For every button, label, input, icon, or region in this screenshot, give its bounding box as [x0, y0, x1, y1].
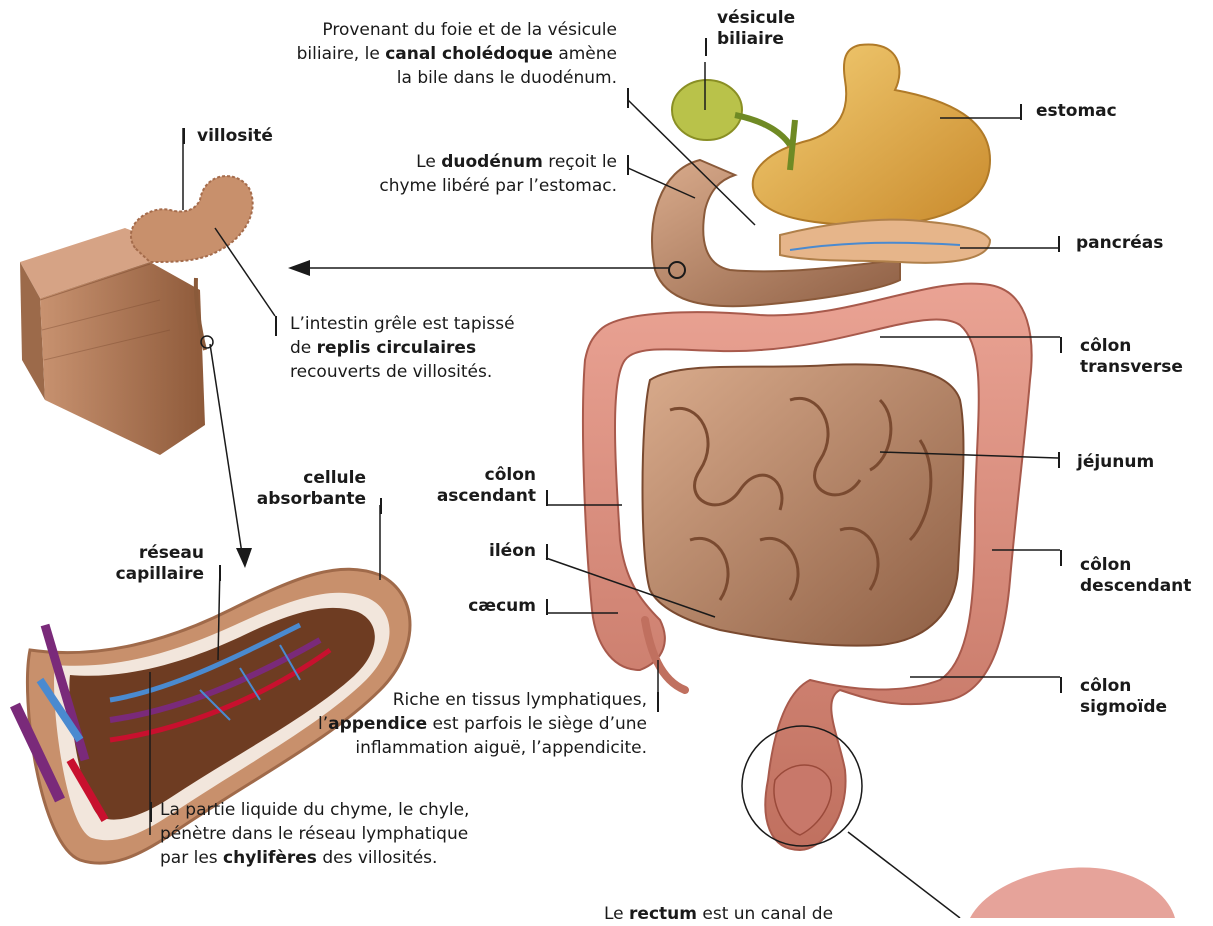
label-jejunum: jéjunum: [1077, 452, 1154, 473]
caption-chyle-line2: pénètre dans le réseau lymphatique: [160, 822, 469, 846]
leader-villus-to-section: [210, 344, 243, 560]
leader-rectum: [848, 832, 960, 918]
small-intestine-image: [643, 364, 964, 645]
label-pancreas: pancréas: [1076, 233, 1163, 254]
tick-chyle: [150, 802, 152, 822]
arrowhead-down: [236, 548, 252, 568]
label-estomac: estomac: [1036, 101, 1117, 122]
tick-cellule: [380, 498, 382, 514]
caption-intestin-line1: L’intestin grêle est tapissé: [290, 312, 515, 336]
label-reseau-capillaire: réseau capillaire: [116, 543, 204, 585]
caption-intestin-line2: de replis circulaires: [290, 336, 515, 360]
leader-intestin: [215, 228, 275, 316]
caption-appendice: Riche en tissus lymphatiques, l’appendic…: [318, 688, 647, 760]
tick-villosite: [183, 128, 185, 144]
caption-intestin-line3: recouverts de villosités.: [290, 360, 515, 384]
caption-intestin: L’intestin grêle est tapissé de replis c…: [290, 312, 515, 384]
term-chyliferes: chylifères: [223, 848, 317, 868]
label-colon-sigmoide: côlon sigmoïde: [1080, 676, 1167, 718]
tick-colon-ascendant: [546, 490, 548, 506]
label-villosite: villosité: [197, 126, 273, 147]
caption-duodenum: Le duodénum reçoit le chyme libéré par l…: [379, 150, 617, 198]
label-caecum: cæcum: [468, 596, 536, 617]
tick-colon-descendant: [1060, 550, 1062, 566]
term-rectum: rectum: [629, 904, 697, 924]
label-colon-descendant: côlon descendant: [1080, 555, 1191, 597]
tick-appendice: [657, 692, 659, 712]
label-colon-transverse: côlon transverse: [1080, 336, 1183, 378]
caption-appendice-line1: Riche en tissus lymphatiques,: [318, 688, 647, 712]
tick-ileon: [546, 544, 548, 560]
term-duodenum: duodénum: [441, 152, 543, 172]
term-appendice: appendice: [328, 714, 427, 734]
tick-reseau: [219, 565, 221, 581]
stomach-image: [753, 44, 990, 225]
tick-estomac: [1020, 104, 1022, 120]
caption-rectum-line1: Le rectum est un canal de: [604, 902, 833, 926]
caption-appendice-line2: l’appendice est parfois le siège d’une: [318, 712, 647, 736]
caption-duodenum-line1: Le duodénum reçoit le: [379, 150, 617, 174]
caption-chyle-line1: La partie liquide du chyme, le chyle,: [160, 798, 469, 822]
tick-pancreas: [1058, 236, 1060, 252]
term-replis-circulaires: replis circulaires: [317, 338, 476, 358]
label-ileon: iléon: [489, 541, 536, 562]
caption-duodenum-line2: chyme libéré par l’estomac.: [379, 174, 617, 198]
arrowhead-left: [288, 260, 310, 276]
caption-chyle-line3: par les chylifères des villosités.: [160, 846, 469, 870]
caption-choledoque-line1: Provenant du foie et de la vésicule: [297, 18, 617, 42]
label-cellule-absorbante: cellule absorbante: [257, 468, 366, 510]
tick-intestin: [275, 316, 277, 336]
caption-choledoque-line3: la bile dans le duodénum.: [297, 66, 617, 90]
villus-block-image: [20, 176, 253, 455]
label-colon-ascendant: côlon ascendant: [437, 465, 536, 507]
tick-vesicule: [705, 38, 707, 56]
label-vesicule-biliaire: vésicule biliaire: [717, 8, 795, 50]
tick-duodenum: [627, 155, 629, 175]
tick-choledoque: [627, 88, 629, 108]
caption-rectum: Le rectum est un canal de: [604, 902, 833, 926]
caption-appendice-line3: inflammation aiguë, l’appendicite.: [318, 736, 647, 760]
tick-caecum: [546, 599, 548, 615]
caption-choledoque-line2: biliaire, le canal cholédoque amène: [297, 42, 617, 66]
tick-jejunum: [1058, 452, 1060, 468]
tick-colon-sigmoide: [1060, 677, 1062, 693]
tick-colon-transverse: [1060, 337, 1062, 353]
caption-chyle: La partie liquide du chyme, le chyle, pé…: [160, 798, 469, 870]
term-canal-choledoque: canal cholédoque: [385, 44, 553, 64]
caption-choledoque: Provenant du foie et de la vésicule bili…: [297, 18, 617, 90]
